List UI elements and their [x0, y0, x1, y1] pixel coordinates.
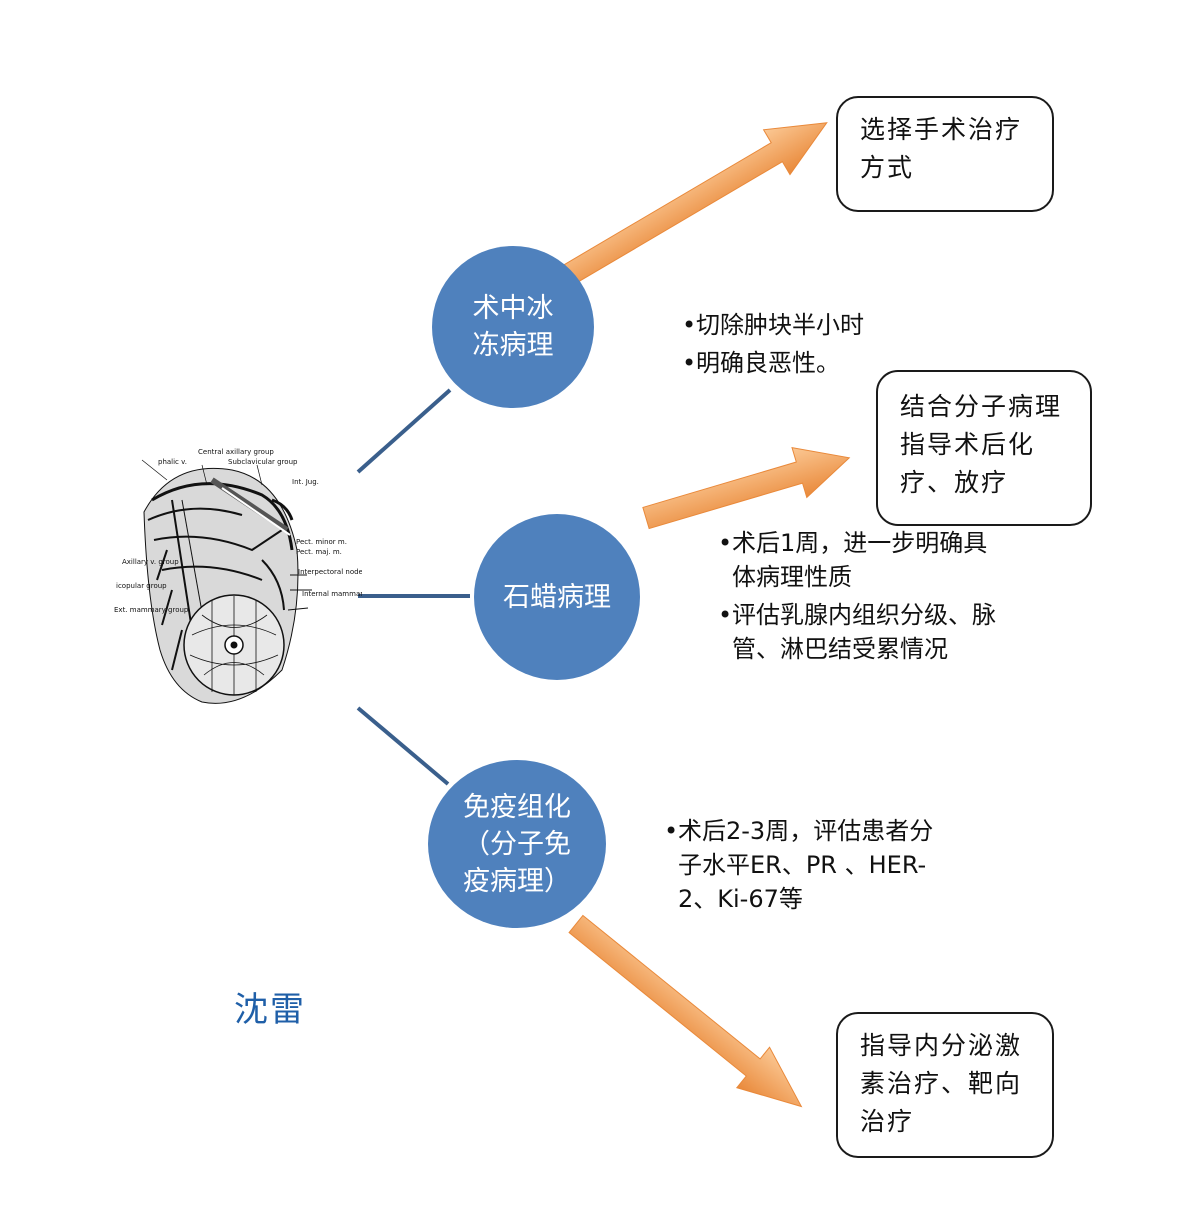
- label-cephalic-v: phalic v.: [158, 458, 187, 466]
- outcome-box-surgery: 选择手术治疗方式: [836, 96, 1054, 212]
- label-central-group: Central axillary group: [198, 448, 274, 456]
- notes-frozen: 切除肿块半小时 明确良恶性。: [682, 308, 922, 384]
- outcome-surgery-text: 选择手术治疗方式: [860, 115, 1023, 182]
- connector-line-frozen: [356, 388, 452, 474]
- node-ihc-line-1: 免疫组化: [463, 791, 571, 823]
- notes-ihc: 术后2-3周，评估患者分子水平ER、PR 、HER-2、Ki-67等: [664, 814, 954, 920]
- label-subclavicular: Subclavicular group: [228, 458, 298, 466]
- outcome-chemo-text: 结合分子病理指导术后化疗、放疗: [900, 392, 1063, 497]
- outcome-box-chemo: 结合分子病理指导术后化疗、放疗: [876, 370, 1092, 526]
- arrow-to-chemo: [642, 446, 851, 530]
- node-paraffin-section: 石蜡病理: [474, 514, 640, 680]
- connector-line-ihc: [356, 706, 450, 786]
- label-ext-mammary: Ext. mammary group: [114, 606, 189, 614]
- note-paraffin-2: 评估乳腺内组织分级、脉管、淋巴结受累情况: [718, 598, 1000, 666]
- label-int-mammary: Internal mammary nodes: [302, 590, 362, 598]
- outcome-box-endocrine: 指导内分泌激素治疗、靶向治疗: [836, 1012, 1054, 1158]
- label-pect-maj: Pect. maj. m.: [296, 548, 342, 556]
- notes-paraffin: 术后1周，进一步明确具体病理性质 评估乳腺内组织分级、脉管、淋巴结受累情况: [718, 526, 1000, 670]
- arrow-to-surgery: [563, 122, 828, 285]
- arrow-to-endocrine: [568, 914, 803, 1108]
- node-frozen-section: 术中冰 冻病理: [432, 246, 594, 408]
- note-ihc-1: 术后2-3周，评估患者分子水平ER、PR 、HER-2、Ki-67等: [664, 814, 954, 916]
- note-frozen-1: 切除肿块半小时: [682, 308, 922, 342]
- label-pect-minor: Pect. minor m.: [296, 538, 347, 546]
- node-ihc-line-2: （分子免: [463, 828, 571, 860]
- outcome-endocrine-text: 指导内分泌激素治疗、靶向治疗: [860, 1031, 1023, 1136]
- label-int-jug: Int. Jug.: [292, 478, 319, 486]
- node-ihc-line-3: 疫病理）: [463, 865, 571, 897]
- node-immunohistochemistry: 免疫组化 （分子免 疫病理）: [428, 760, 606, 928]
- note-paraffin-1: 术后1周，进一步明确具体病理性质: [718, 526, 1000, 594]
- label-scapular: icopular group: [116, 582, 167, 590]
- node-frozen-line-1: 术中冰: [472, 293, 554, 324]
- label-interpectoral: Interpectoral node: [298, 568, 362, 576]
- note-frozen-2: 明确良恶性。: [682, 346, 922, 380]
- node-frozen-line-2: 冻病理: [472, 330, 554, 361]
- breast-lymph-node-anatomy-illustration: phalic v. Central axillary group Subclav…: [114, 448, 362, 704]
- label-axillary-v: Axillary v. group: [122, 558, 179, 566]
- node-paraffin-line-1: 石蜡病理: [503, 581, 611, 613]
- author-name: 沈雷: [234, 990, 306, 1030]
